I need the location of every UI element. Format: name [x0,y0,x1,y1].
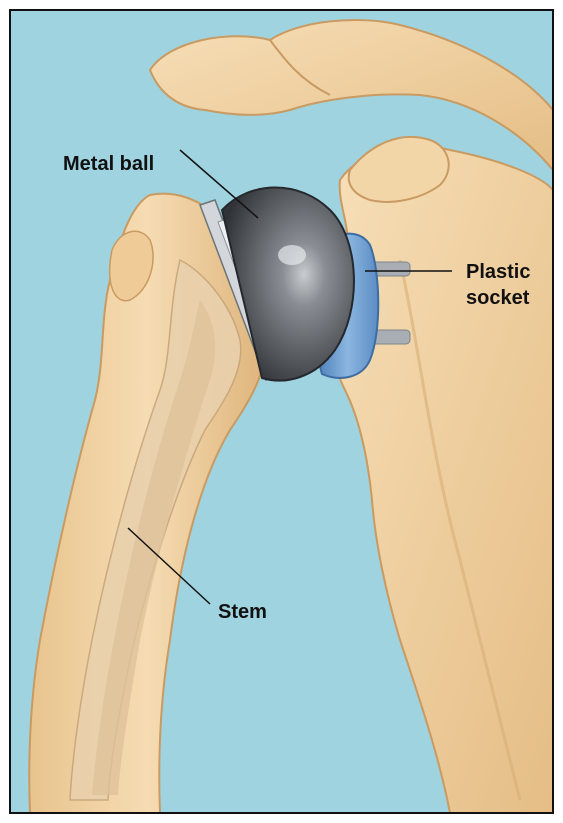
label-metal-ball: Metal ball [63,153,154,175]
label-stem: Stem [218,601,267,623]
label-plastic-socket-line2: socket [466,287,530,309]
metal-ball-highlight [278,245,306,265]
label-plastic-socket-line1: Plastic [466,261,530,283]
